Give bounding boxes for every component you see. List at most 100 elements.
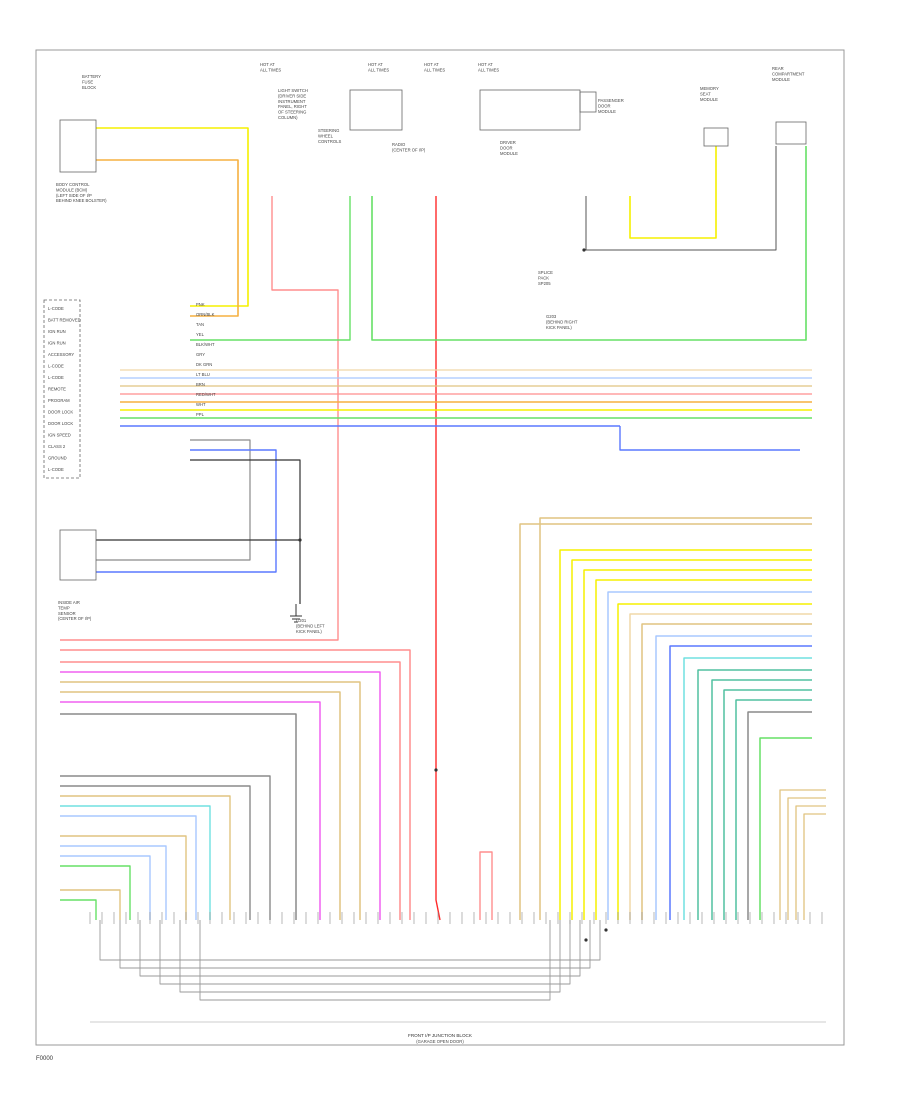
ground-g203-line-1: (BEHIND RIGHT [546, 319, 578, 324]
passenger-switch-box [579, 91, 597, 113]
wire-left-bus2-8 [60, 865, 131, 920]
bcm-wire-color-11: PPL [196, 412, 205, 417]
bcm-label-line-3: BEHIND KNEE BOLSTER) [56, 198, 107, 203]
wire-green-right [371, 146, 807, 341]
bcm-pin-label-8: PROGRAM [48, 398, 70, 403]
wire-fan-15 [723, 689, 812, 920]
bcm-connector-box [43, 299, 81, 479]
bcm-pin-label-3: IGN RUN [48, 341, 66, 346]
wire-left-bus-1 [60, 661, 401, 920]
wire-left-bus2-9 [60, 889, 121, 920]
wire-left-bus2-4 [60, 815, 197, 920]
inside-air-sensor-line-0: INSIDE AIR [58, 600, 80, 605]
wire-left-bus2-1 [60, 785, 251, 920]
wire-return-0 [99, 920, 601, 961]
steering-wheel-line-2: CONTROLS [318, 139, 341, 144]
wire-fan-5 [595, 579, 812, 920]
rear-compartment-line-0: REAR [772, 66, 784, 71]
wire-fan-13 [697, 669, 812, 920]
hot-4-line-1: ALL TIMES [478, 67, 499, 72]
wire-fan-4 [583, 569, 812, 920]
radio-line-0: RADIO [392, 142, 406, 147]
splice-dot-1 [298, 538, 302, 542]
wire-left-bus2-6 [60, 845, 167, 920]
wire-fan-3 [571, 559, 812, 920]
wire-fan-12 [683, 657, 812, 920]
wire-fan-17 [747, 711, 812, 920]
bcm-pin-label-6: L-CODE [48, 375, 64, 380]
bcm-wire-color-9: RED/WHT [196, 392, 216, 397]
wire-return-2 [139, 920, 581, 977]
wire-left-bus-2 [60, 671, 381, 920]
wire-gray-rear [585, 146, 777, 251]
hot-1-line-1: ALL TIMES [260, 67, 281, 72]
memory-seat-line-1: SEAT [700, 91, 711, 96]
wire-left-bus-3 [60, 681, 361, 920]
bcm-pin-label-9: DOOR LOCK [48, 410, 73, 415]
wire-return-3 [159, 920, 571, 985]
light-switch-line-0: LIGHT SWITCH [278, 88, 308, 93]
steering-wheel-line-0: STEERING [318, 128, 339, 133]
wire-left-bus2-3 [60, 805, 211, 920]
bcm-wire-color-1: ORN/BLK [196, 312, 215, 317]
passenger-door-line-1: DOOR [598, 103, 611, 108]
light-switch-line-1: (DRIVER SIDE [278, 93, 306, 98]
passenger-door-line-2: MODULE [598, 109, 616, 114]
ground-g201-line-2: KICK PANEL) [296, 629, 322, 634]
wire-yellow-top [96, 127, 249, 307]
splice-pack-line-1: PACK [538, 275, 549, 280]
wire-group [60, 127, 826, 1023]
wire-fan-6 [607, 591, 812, 920]
driver-door-line-2: MODULE [500, 151, 518, 156]
bottom-title-line-2: (GARAGE OPEN DOOR) [416, 1039, 464, 1044]
wire-left-bus2-2 [60, 795, 231, 920]
wire-brown-2 [795, 805, 826, 920]
battery-fuse-block-line-1: FUSE [82, 79, 93, 84]
wire-red-hairpin [479, 851, 493, 920]
bcm-wire-color-8: BRN [196, 382, 205, 387]
wire-left-bus-0 [60, 649, 411, 920]
wire-blue-branch [619, 426, 800, 451]
bcm-wire-color-6: DK GRN [196, 362, 212, 367]
wire-return-5 [199, 920, 551, 1001]
wire-orange-top [96, 159, 239, 317]
sensor-connector-box [59, 529, 97, 581]
wire-fan-7 [617, 603, 812, 920]
inside-air-sensor-line-1: TEMP [58, 605, 70, 610]
steering-wheel-line-1: WHEEL [318, 133, 334, 138]
splice-pack-line-0: SPLICE [538, 270, 553, 275]
wire-fan-9 [641, 623, 812, 920]
hot-4-line-0: HOT AT [478, 62, 493, 67]
wire-fan-10 [655, 635, 812, 920]
bcm-label-line-1: MODULE (BCM) [56, 187, 88, 192]
passenger-door-line-0: PASSENGER [598, 98, 624, 103]
ground-g201-line-1: (BEHIND LEFT [296, 623, 325, 628]
radio-line-1: (CENTER OF I/P) [392, 147, 426, 152]
wire-fan-11 [669, 645, 812, 920]
rear-box [775, 121, 807, 145]
wire-left-bus2-7 [60, 855, 151, 920]
hot-1-line-0: HOT AT [260, 62, 275, 67]
door-switch-box [479, 89, 581, 131]
frame-id: F0000 [36, 1056, 54, 1062]
bcm-wire-color-0: PNK [196, 302, 205, 307]
wire-blue-sensor [96, 449, 277, 573]
splice-dot-3 [604, 928, 608, 932]
wire-brown-1 [787, 797, 826, 920]
wire-red-center [435, 196, 441, 921]
diagram-frame [35, 49, 845, 1046]
wire-red-light [60, 196, 339, 641]
wire-left-bus-4 [60, 691, 341, 920]
wire-left-bus2-10 [60, 899, 97, 920]
hot-2-line-1: ALL TIMES [368, 67, 389, 72]
switch-box [349, 89, 403, 131]
bcm-wire-color-5: GRY [196, 352, 205, 357]
wire-dark-sensor [96, 459, 301, 541]
memory-seat-line-2: MODULE [700, 97, 718, 102]
wire-gray-sensor [96, 439, 251, 561]
bcm-pin-label-14: L-CODE [48, 467, 64, 472]
component-group [43, 89, 807, 942]
light-switch-line-5: COLUMN) [278, 115, 298, 120]
hot-3-line-0: HOT AT [424, 62, 439, 67]
wire-fan-8 [629, 613, 812, 920]
